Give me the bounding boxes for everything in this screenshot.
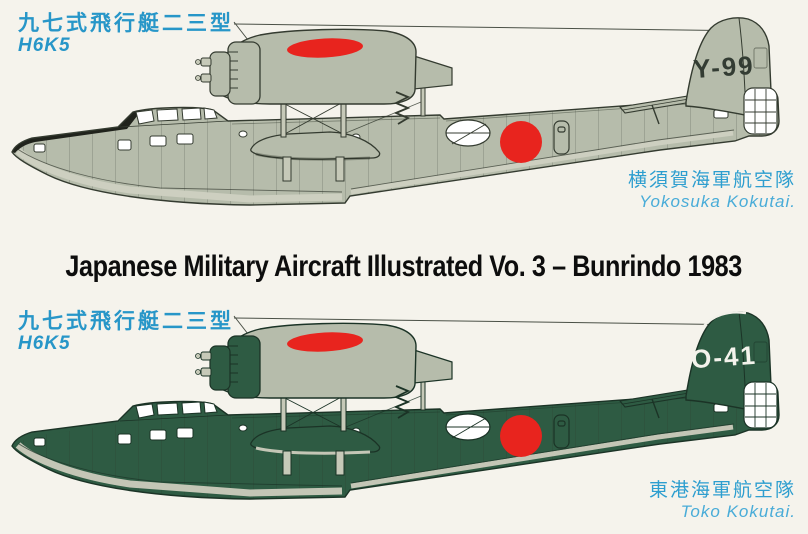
aircraft-profile-top: Y-99 [0,0,808,240]
unit-label-bottom: 東港海軍航空隊 Toko Kokutai. [649,480,796,522]
tail-code-top: Y-99 [692,50,755,84]
type-kanji-top: 九七式飛行艇二三型 [18,12,234,35]
type-code-bottom: H6K5 [18,333,71,355]
type-label-top: 九七式飛行艇二三型 H6K5 [18,12,234,57]
type-kanji-bottom: 九七式飛行艇二三型 [18,310,234,333]
title-band: Japanese Military Aircraft Illustrated V… [0,240,808,294]
unit-kanji-bottom: 東港海軍航空隊 [648,480,796,501]
unit-label-top: 横須賀海軍航空隊 Yokosuka Kokutai. [628,170,796,212]
unit-romaji-bottom: Toko Kokutai. [680,501,796,521]
unit-romaji-top: Yokosuka Kokutai. [639,191,796,211]
tail-code-bottom: O-41 [690,340,758,375]
type-label-bottom: 九七式飛行艇二三型 H6K5 [18,310,234,355]
unit-kanji-top: 横須賀海軍航空隊 [627,170,796,191]
page-title: Japanese Military Aircraft Illustrated V… [65,250,743,283]
aircraft-profile-bottom: O-41 [0,294,808,534]
type-code-top: H6K5 [18,35,71,57]
